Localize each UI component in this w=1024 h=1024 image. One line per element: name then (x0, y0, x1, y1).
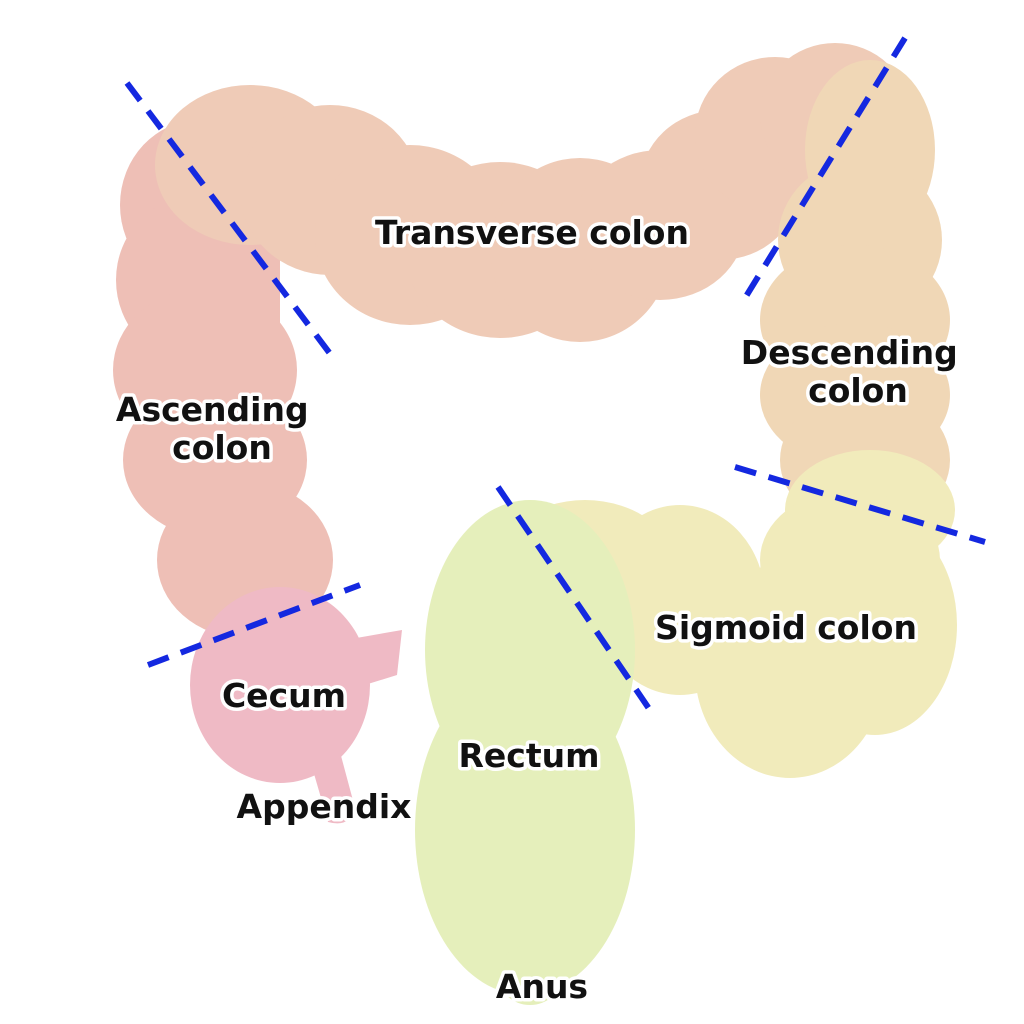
ascending-colon-region (113, 120, 333, 638)
ascending-colon-label-line1: Ascending (116, 390, 309, 429)
ascending-colon-label: Ascending colon (116, 390, 320, 467)
descending-colon-region (760, 60, 950, 530)
ascending-colon-label-line2: colon (172, 428, 272, 467)
region-labels: Transverse colon Ascending colon Descend… (112, 210, 969, 1010)
rectum-label: Rectum (458, 736, 599, 775)
rectum-region (415, 500, 635, 1005)
sigmoid-rectum-divider (495, 485, 655, 715)
transverse-colon-label: Transverse colon (375, 213, 689, 252)
ascending-transverse-divider (124, 81, 340, 365)
sigmoid-colon-label: Sigmoid colon (655, 608, 917, 647)
cecum-label: Cecum (222, 676, 346, 715)
appendix-label: Appendix (237, 787, 412, 826)
ascending-cecum-divider (146, 582, 362, 668)
descending-sigmoid-divider (734, 464, 986, 545)
cecum-region (190, 587, 402, 824)
descending-colon-label-line1: Descending (741, 333, 958, 372)
descending-colon-label: Descending colon (741, 333, 969, 410)
anus-label: Anus (496, 967, 588, 1006)
transverse-descending-divider (742, 36, 908, 300)
section-dividers (124, 36, 986, 715)
descending-colon-label-line2: colon (808, 371, 908, 410)
